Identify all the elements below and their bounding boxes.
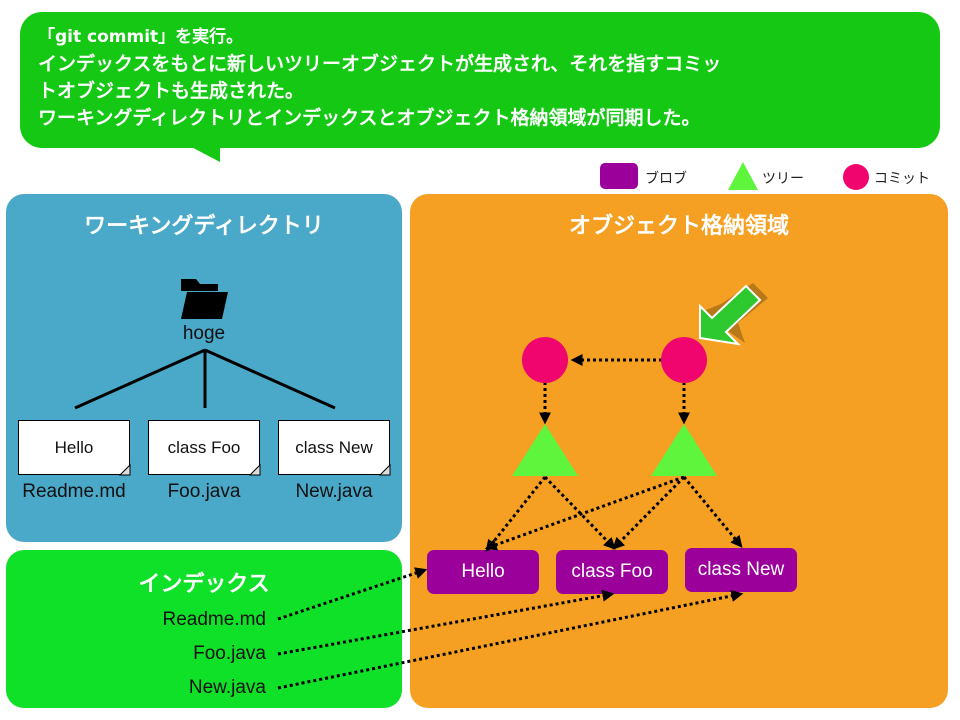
folder-icon [181, 279, 228, 319]
index-entry-foo: Foo.java [193, 643, 266, 664]
blob-hello: Hello [427, 550, 539, 594]
callout-line: インデックスをもとに新しいツリーオブジェクトが生成され、それを指すコミッ [38, 53, 722, 75]
index-entry-readme: Readme.md [162, 609, 267, 630]
blob-class-new: class New [685, 548, 797, 592]
legend-blob-swatch [600, 163, 638, 189]
legend-blob-label: ブロブ [645, 171, 687, 187]
callout-line: ワーキングディレクトリとインデックスとオブジェクト格納領域が同期した。 [38, 107, 701, 129]
file-foo-name: Foo.java [167, 481, 241, 502]
object-store-panel [410, 194, 948, 708]
explanation-callout: 「git commit」を実行。 インデックスをもとに新しいツリーオブジェクトが… [20, 12, 940, 148]
file-new-content: class New [278, 420, 390, 475]
callout-line: 「git commit」を実行。 [38, 27, 244, 47]
legend-commit-label: コミット [874, 171, 930, 187]
callout-tail [178, 140, 220, 162]
legend-tree-swatch [728, 162, 758, 190]
blob-class-foo: class Foo [556, 550, 668, 594]
file-foo-content: class Foo [148, 420, 260, 475]
working-directory-title: ワーキングディレクトリ [84, 214, 324, 239]
object-store-title: オブジェクト格納領域 [568, 214, 789, 239]
callout-line: トオブジェクトも生成された。 [38, 80, 305, 102]
index-title: インデックス [138, 572, 270, 597]
file-new-name: New.java [295, 481, 373, 502]
file-readme-name: Readme.md [22, 481, 126, 502]
folder-label: hoge [182, 323, 226, 344]
legend-commit-swatch [843, 164, 869, 190]
file-readme-content: Hello [18, 420, 130, 475]
index-entry-new: New.java [188, 677, 266, 698]
legend-tree-label: ツリー [762, 171, 804, 187]
